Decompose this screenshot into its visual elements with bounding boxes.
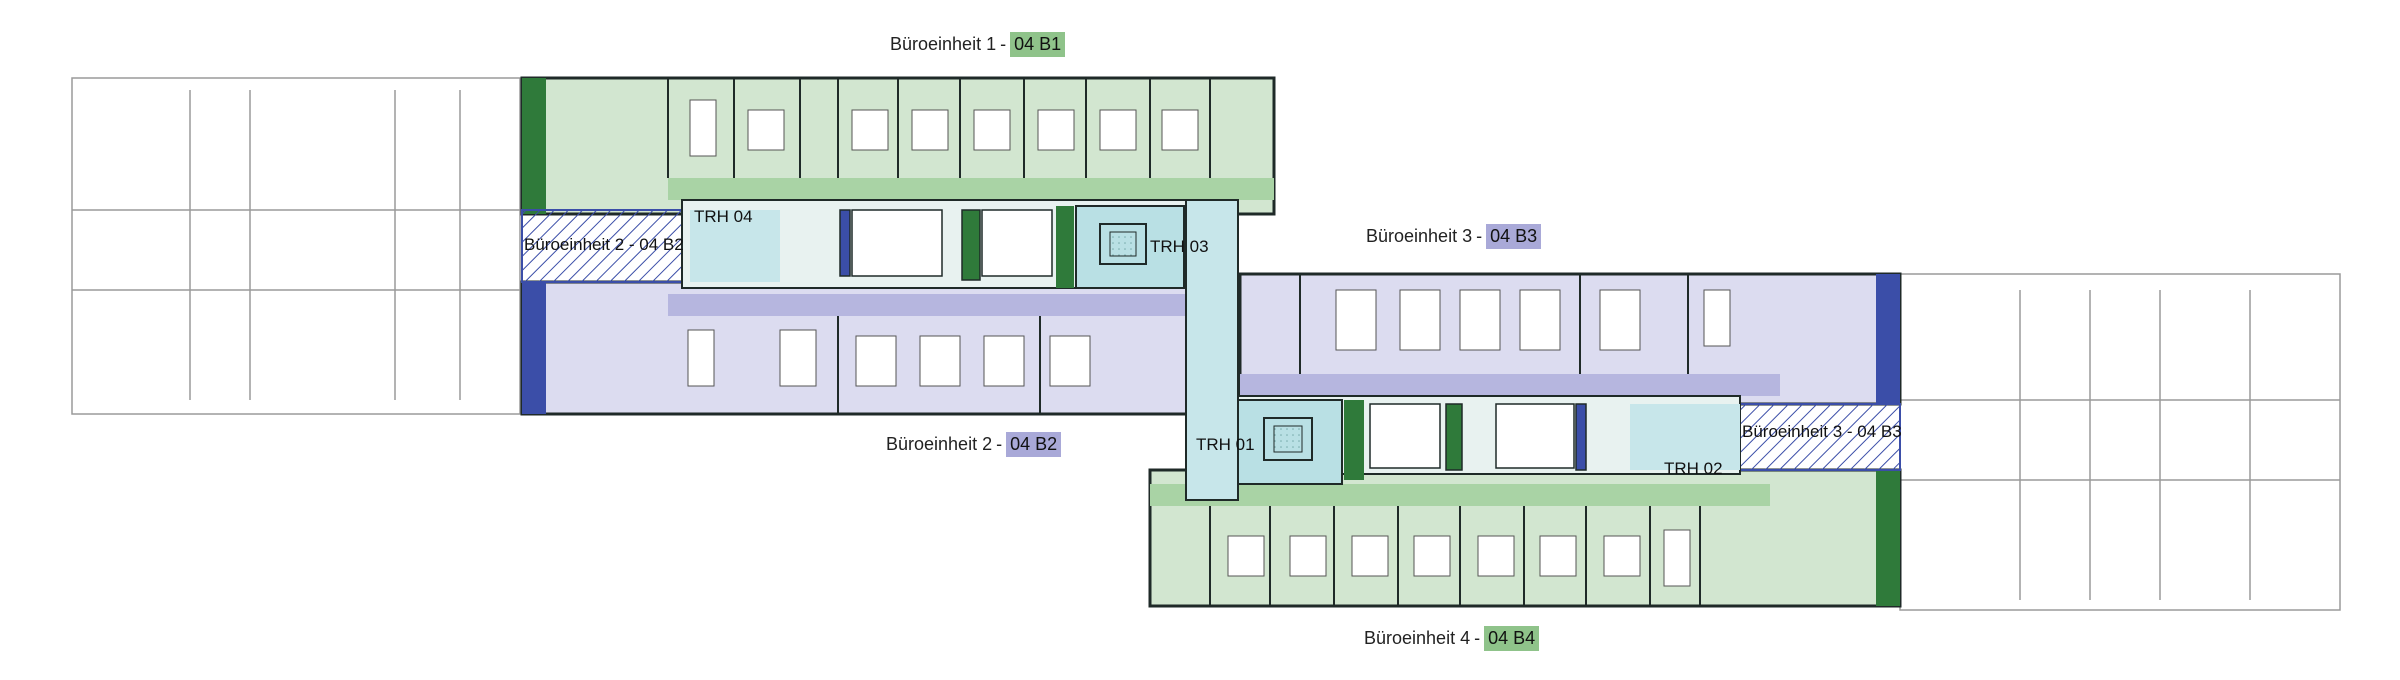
callout-unit-3-code: 04 B3 bbox=[1486, 224, 1542, 249]
callout-unit-2: Büroeinheit 2 - 04 B2 bbox=[886, 432, 1062, 457]
wet-rooms-south bbox=[1369, 403, 1587, 471]
stair-core-trh03 bbox=[1056, 205, 1185, 289]
callout-unit-2-name: Büroeinheit 2 bbox=[886, 434, 993, 454]
callout-unit-4-code: 04 B4 bbox=[1484, 626, 1540, 651]
callout-unit-3: Büroeinheit 3 - 04 B3 bbox=[1366, 224, 1542, 249]
east-neighbour-wing bbox=[1899, 273, 2341, 611]
label-trh01: TRH 01 bbox=[1196, 435, 1255, 454]
label-hatch-west: Büroeinheit 2 - 04 B2 bbox=[524, 235, 684, 254]
hatch-area-west bbox=[521, 209, 683, 283]
label-trh04: TRH 04 bbox=[694, 207, 753, 226]
callout-unit-2-code: 04 B2 bbox=[1006, 432, 1062, 457]
callout-unit-4-name: Büroeinheit 4 bbox=[1364, 628, 1471, 648]
wet-rooms-north bbox=[839, 209, 1053, 281]
hatch-area-east bbox=[1739, 403, 1901, 471]
label-trh03: TRH 03 bbox=[1150, 237, 1209, 256]
label-hatch-east: Büroeinheit 3 - 04 B3 bbox=[1742, 422, 1902, 441]
label-trh02: TRH 02 bbox=[1664, 459, 1723, 478]
stair-labels: TRH 04 TRH 03 TRH 01 TRH 02 Büroeinheit … bbox=[524, 207, 1902, 478]
callout-unit-1-code: 04 B1 bbox=[1010, 32, 1066, 57]
west-neighbour-wing bbox=[71, 77, 521, 415]
callout-unit-1-name: Büroeinheit 1 bbox=[890, 34, 997, 54]
callout-unit-1: Büroeinheit 1 - 04 B1 bbox=[890, 32, 1066, 57]
desk-clusters bbox=[687, 99, 1731, 587]
stair-core-trh01 bbox=[1237, 399, 1364, 485]
callout-unit-3-name: Büroeinheit 3 bbox=[1366, 226, 1473, 246]
callout-unit-4: Büroeinheit 4 - 04 B4 bbox=[1364, 626, 1540, 651]
office-partitions bbox=[667, 78, 1701, 606]
